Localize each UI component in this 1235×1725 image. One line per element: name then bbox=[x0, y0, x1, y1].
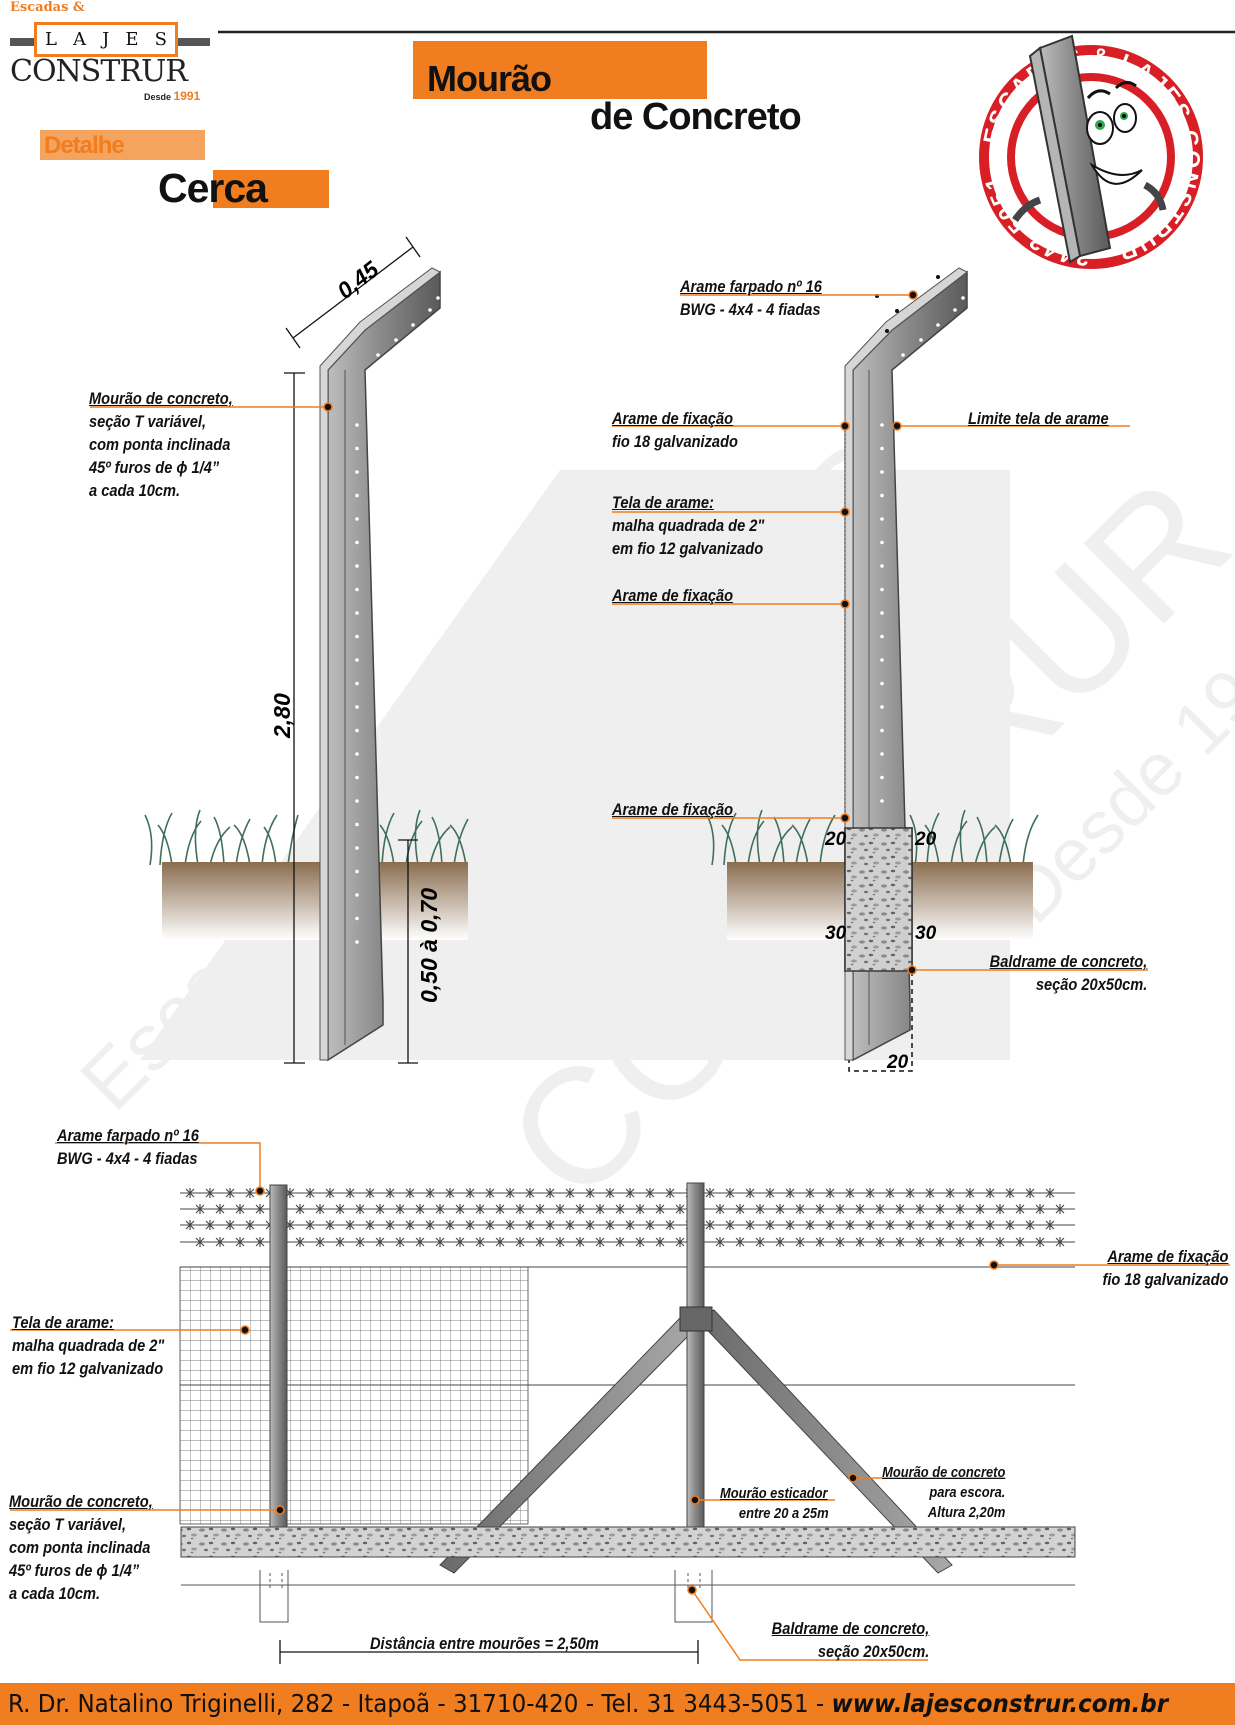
logo-lajes: L A J E S bbox=[10, 20, 210, 57]
page-title-line1: Mourão bbox=[427, 58, 552, 99]
label-distance: Distância entre mourões = 2,50m bbox=[370, 1634, 599, 1653]
footer-address: R. Dr. Natalino Triginelli, 282 - Itapoã… bbox=[8, 1689, 832, 1718]
subtitle-highlight-large bbox=[213, 170, 329, 208]
label-wire-mesh-bottom: Tela de arame: malha quadrada de 2" em f… bbox=[12, 1313, 165, 1378]
label-post-left: Mourão de concreto, seção T variável, co… bbox=[89, 389, 233, 500]
footing-beam bbox=[180, 1526, 1076, 1558]
fence-detail-drawing: LAJES CONSTRUR Escadas & Desde 1991 ESCA… bbox=[10, 30, 1235, 1664]
label-fixing-wire-2: Arame de fixação bbox=[612, 586, 734, 605]
logo-escadas: Escadas & bbox=[10, 0, 85, 15]
label-fixing-wire-bottom: Arame de fixação fio 18 galvanizado bbox=[1102, 1247, 1228, 1289]
label-fixing-wire-1: Arame de fixação fio 18 galvanizado bbox=[612, 409, 738, 451]
wire-mesh-panel bbox=[179, 1266, 529, 1525]
soil-left bbox=[162, 862, 468, 940]
dimension-depth-label: 0,50 à 0,70 bbox=[416, 888, 442, 1003]
label-footing-bottom: Baldrame de concreto, seção 20x50cm. bbox=[771, 1619, 929, 1661]
logo-construr: CONSTRUR bbox=[10, 54, 188, 89]
label-brace-post: Mourão de concreto para escora. Altura 2… bbox=[881, 1464, 1005, 1521]
line-post bbox=[269, 1184, 288, 1528]
dim-20-right: 20 bbox=[914, 829, 937, 850]
fence-elevation bbox=[10, 1142, 1230, 1664]
label-footing-right: Baldrame de concreto, seção 20x50cm. bbox=[989, 952, 1147, 994]
left-post-detail: 0,45 2,80 0,50 à 0,70 bbox=[90, 236, 469, 1064]
label-tensioner-post: Mourão esticador entre 20 a 25m bbox=[720, 1485, 829, 1522]
label-mesh-limit: Limite tela de arame bbox=[968, 409, 1109, 428]
dim-20-left: 20 bbox=[824, 829, 847, 850]
footer-website-link[interactable]: www.lajesconstrur.com.br bbox=[831, 1689, 1169, 1718]
right-post-detail: 20 20 30 30 20 bbox=[612, 267, 1148, 1073]
title-highlight bbox=[413, 41, 707, 99]
label-post-bottom: Mourão de concreto, seção T variável, co… bbox=[9, 1492, 153, 1603]
tensioner-post bbox=[686, 1182, 705, 1528]
dim-30-right: 30 bbox=[915, 923, 937, 944]
dim-30-left: 30 bbox=[825, 923, 847, 944]
top-dimension-line bbox=[292, 246, 414, 339]
label-fixing-wire-3: Arame de fixação bbox=[612, 800, 734, 819]
brace-clamp bbox=[679, 1306, 713, 1332]
label-barbed-wire-bottom: Arame farpado nº 16 BWG - 4x4 - 4 fiadas bbox=[57, 1126, 199, 1168]
subtitle-highlight-small bbox=[40, 130, 205, 160]
brand-badge: ESCADAS & LAJES CONSTRUR - 3443-5051 bbox=[978, 34, 1203, 271]
post-holes-right bbox=[880, 296, 965, 803]
barbed-wires bbox=[180, 1188, 1075, 1247]
dimension-height-label: 2,80 bbox=[269, 693, 295, 739]
dim-20-bottom: 20 bbox=[886, 1052, 909, 1073]
company-logo: Escadas & L A J E S CONSTRUR Desde 1991 bbox=[10, 0, 210, 105]
logo-desde: Desde 1991 bbox=[144, 89, 201, 103]
dimension-top-label: 0,45 bbox=[332, 255, 384, 304]
post-holes-left bbox=[355, 296, 440, 944]
label-wire-mesh-right: Tela de arame: malha quadrada de 2" em f… bbox=[612, 493, 765, 558]
footer-bar: R. Dr. Natalino Triginelli, 282 - Itapoã… bbox=[0, 1683, 1235, 1725]
page-subtitle-small: Detalhe bbox=[44, 132, 125, 159]
grass-right bbox=[706, 809, 1039, 866]
label-barbed-wire-right: Arame farpado nº 16 BWG - 4x4 - 4 fiadas bbox=[680, 277, 822, 319]
footer-contact: R. Dr. Natalino Triginelli, 282 - Itapoã… bbox=[8, 1689, 1168, 1718]
page-title-line2: de Concreto bbox=[590, 96, 802, 138]
page-subtitle-large: Cerca bbox=[158, 165, 268, 211]
